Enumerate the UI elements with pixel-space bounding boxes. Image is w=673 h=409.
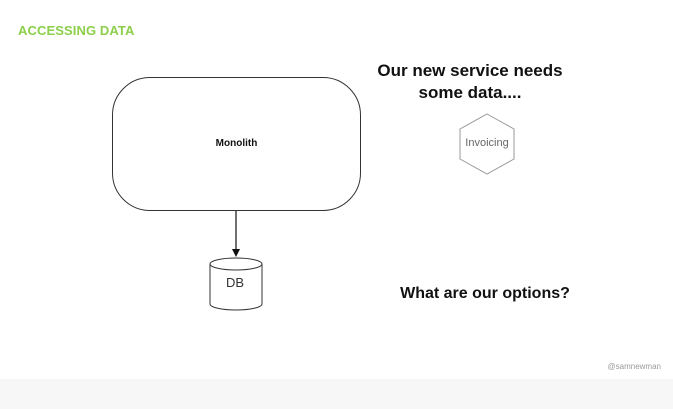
bottom-band [0,379,673,409]
invoicing-label: Invoicing [465,137,509,149]
heading: Our new service needs some data.... [370,60,570,104]
section-title: ACCESSING DATA [18,23,135,38]
db-label: DB [225,275,245,290]
monolith-box [112,77,361,211]
heading-line-2: some data.... [418,83,522,102]
db-top [209,257,263,271]
arrow-head [232,249,240,257]
author-handle: @samnewman [607,362,661,371]
heading-line-1: Our new service needs [377,61,563,80]
monolith-label: Monolith [215,138,258,149]
question-text: What are our options? [400,285,570,302]
